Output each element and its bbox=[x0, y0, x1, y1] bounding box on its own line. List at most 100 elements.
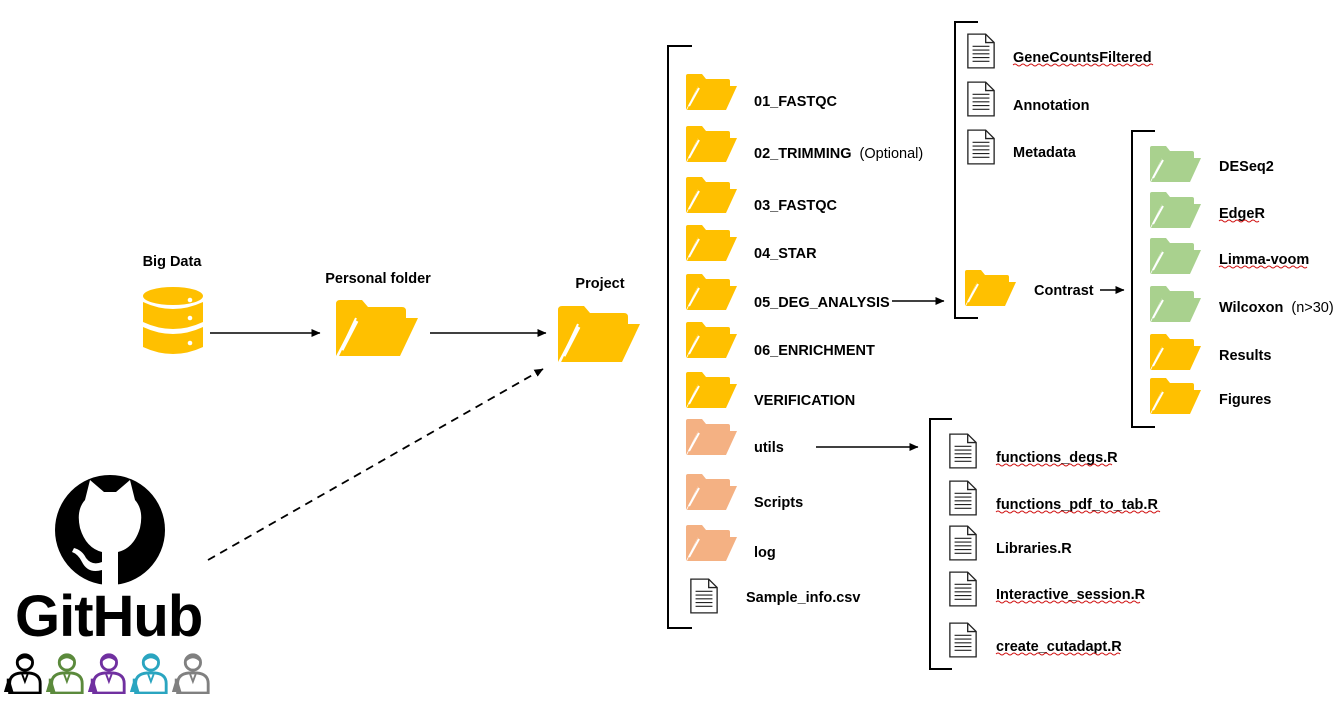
contrast-folder-edger[interactable]: EdgeR bbox=[1149, 191, 1265, 229]
project-folder-06[interactable]: 06_ENRICHMENT bbox=[685, 321, 875, 359]
folder-note: (Optional) bbox=[860, 146, 924, 162]
folder-label: 04_STAR bbox=[754, 246, 817, 262]
file-label: functions_degs.R bbox=[996, 450, 1118, 466]
folder-icon bbox=[685, 273, 738, 311]
utils-file-libraries[interactable]: Libraries.R bbox=[949, 525, 1072, 561]
document-icon bbox=[967, 33, 995, 69]
spellcheck-underline bbox=[1012, 63, 1154, 67]
utils-bracket bbox=[929, 418, 952, 670]
spellcheck-underline bbox=[995, 652, 1121, 656]
folder-label: 06_ENRICHMENT bbox=[754, 343, 875, 359]
svg-text:02_TRIMMING (Optional): 02_TRIMMING (Optional) bbox=[754, 146, 923, 162]
database-icon bbox=[143, 287, 203, 354]
file-label: Metadata bbox=[1013, 145, 1077, 161]
folder-label: Limma-voom bbox=[1219, 252, 1309, 268]
folder-icon bbox=[685, 176, 738, 214]
folder-icon bbox=[685, 473, 738, 511]
folder-label: 02_TRIMMING bbox=[754, 146, 852, 162]
folder-note: (n>30) bbox=[1291, 300, 1333, 316]
folder-icon bbox=[1149, 333, 1202, 371]
folder-label: 03_FASTQC bbox=[754, 198, 838, 214]
project-bracket bbox=[667, 45, 692, 629]
folder-icon bbox=[685, 524, 738, 562]
project-folder-04[interactable]: 04_STAR bbox=[685, 224, 817, 262]
contrast-folder-results[interactable]: Results bbox=[1149, 333, 1271, 371]
file-label: Sample_info.csv bbox=[746, 590, 860, 606]
file-label: Interactive_session.R bbox=[996, 587, 1146, 603]
folder-icon bbox=[685, 125, 738, 163]
folder-label: Figures bbox=[1219, 392, 1271, 408]
team-icons bbox=[2, 653, 210, 694]
scientist-icon bbox=[86, 653, 126, 694]
github-wordmark: GitHub bbox=[15, 584, 202, 649]
document-icon bbox=[949, 480, 977, 516]
contrast-folder-figures[interactable]: Figures bbox=[1149, 377, 1271, 415]
utils-file-interactive-session[interactable]: Interactive_session.R bbox=[949, 571, 1146, 607]
folder-label: Contrast bbox=[1034, 283, 1094, 299]
folder-label: log bbox=[754, 545, 776, 561]
utils-file-create-cutadapt[interactable]: create_cutadapt.R bbox=[949, 622, 1122, 658]
file-label: functions_pdf_to_tab.R bbox=[996, 497, 1158, 513]
spellcheck-underline bbox=[1218, 265, 1308, 269]
folder-label: Results bbox=[1219, 348, 1271, 364]
contrast-folder-deseq2[interactable]: DESeq2 bbox=[1149, 145, 1274, 183]
project-file-sample-info[interactable]: Sample_info.csv bbox=[690, 578, 861, 614]
project-folder-scripts[interactable]: Scripts bbox=[685, 473, 803, 511]
document-icon bbox=[949, 433, 977, 469]
folder-icon bbox=[1149, 285, 1202, 323]
file-label: create_cutadapt.R bbox=[996, 639, 1122, 655]
file-label: GeneCountsFiltered bbox=[1013, 50, 1152, 66]
folder-icon bbox=[1149, 377, 1202, 415]
folder-label: utils bbox=[754, 440, 784, 456]
contrast-folder-wilcoxon[interactable]: Wilcoxon (n>30) bbox=[1149, 285, 1334, 323]
document-icon bbox=[690, 578, 718, 614]
document-icon bbox=[949, 525, 977, 561]
folder-label: VERIFICATION bbox=[754, 393, 855, 409]
utils-file-functions-degs[interactable]: functions_degs.R bbox=[949, 433, 1118, 469]
file-label: Annotation bbox=[1013, 98, 1090, 114]
deg-bracket bbox=[954, 21, 978, 319]
dashed-arrow-github-to-project bbox=[207, 368, 544, 561]
folder-label: 01_FASTQC bbox=[754, 94, 838, 110]
folder-label: DESeq2 bbox=[1219, 159, 1274, 175]
utils-file-functions-pdf[interactable]: functions_pdf_to_tab.R bbox=[949, 480, 1161, 516]
personal-folder-label: Personal folder bbox=[325, 271, 431, 287]
contrast-bracket bbox=[1131, 130, 1155, 428]
contrast-folder-limma-voom[interactable]: Limma-voom bbox=[1149, 237, 1309, 275]
project-label: Project bbox=[575, 276, 624, 292]
folder-icon bbox=[685, 224, 738, 262]
folder-icon bbox=[685, 371, 738, 409]
file-label: Libraries.R bbox=[996, 541, 1072, 557]
project-folder-02[interactable]: 02_TRIMMING (Optional) bbox=[685, 125, 923, 163]
folder-label: 05_DEG_ANALYSIS bbox=[754, 295, 890, 311]
folder-icon bbox=[685, 321, 738, 359]
folder-icon bbox=[685, 418, 738, 456]
spellcheck-underline bbox=[995, 510, 1161, 514]
deg-file-genecounts[interactable]: GeneCountsFiltered bbox=[967, 33, 1154, 69]
deg-file-annotation[interactable]: Annotation bbox=[967, 81, 1090, 117]
folder-icon bbox=[685, 73, 738, 111]
spellcheck-underline bbox=[995, 600, 1141, 604]
document-icon bbox=[967, 129, 995, 165]
folder-label: Wilcoxon bbox=[1219, 300, 1283, 316]
deg-folder-contrast[interactable]: Contrast bbox=[964, 269, 1094, 307]
project-folder-05[interactable]: 05_DEG_ANALYSIS bbox=[685, 273, 890, 311]
project-folder-utils[interactable]: utils bbox=[685, 418, 784, 456]
big-data-label: Big Data bbox=[143, 254, 203, 270]
svg-text:Wilcoxon (n>30): Wilcoxon (n>30) bbox=[1219, 300, 1334, 316]
project-folder-log[interactable]: log bbox=[685, 524, 776, 562]
project-folder-01[interactable]: 01_FASTQC bbox=[685, 73, 838, 111]
project-folder-icon bbox=[556, 304, 642, 364]
folder-icon bbox=[1149, 237, 1202, 275]
folder-icon bbox=[1149, 145, 1202, 183]
deg-file-metadata[interactable]: Metadata bbox=[967, 129, 1077, 165]
folder-label: Scripts bbox=[754, 495, 803, 511]
document-icon bbox=[967, 81, 995, 117]
scientist-icon bbox=[44, 653, 84, 694]
project-folder-verification[interactable]: VERIFICATION bbox=[685, 371, 855, 409]
folder-label: EdgeR bbox=[1219, 206, 1265, 222]
project-folder-03[interactable]: 03_FASTQC bbox=[685, 176, 838, 214]
folder-icon bbox=[1149, 191, 1202, 229]
scientist-icon bbox=[2, 653, 42, 694]
